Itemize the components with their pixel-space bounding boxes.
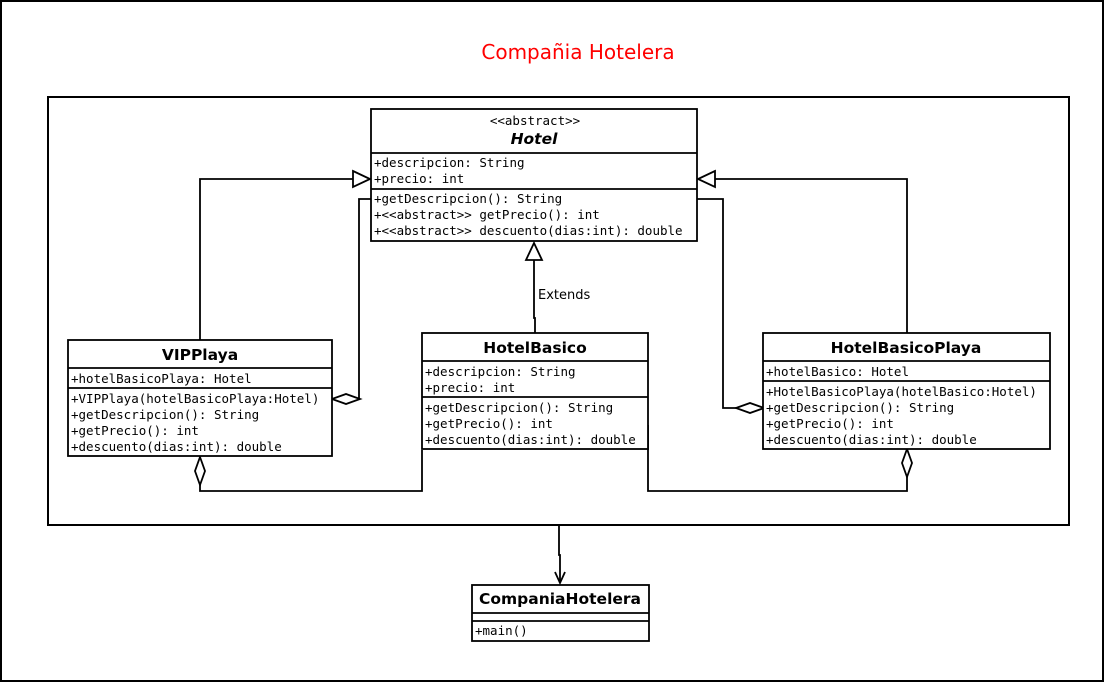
vipplaya-extends-line bbox=[199, 178, 353, 340]
hotel-attribute: +descripcion: String bbox=[374, 155, 525, 170]
class-companiahotelera[interactable]: CompaniaHotelera +main() bbox=[471, 584, 650, 642]
hotelbasicoplaya-method: +getPrecio(): int bbox=[766, 416, 894, 431]
hotelbasicoplaya-extends-line bbox=[715, 178, 908, 333]
hotel-method: +<<abstract>> getPrecio(): int bbox=[374, 207, 600, 222]
vipplaya-method: +getPrecio(): int bbox=[71, 423, 199, 438]
vipplaya-aggregation-diamond bbox=[329, 393, 363, 405]
hotel-stereotype: <<abstract>> bbox=[490, 113, 580, 128]
companiahotelera-dependency-line bbox=[558, 525, 561, 583]
companiahotelera-method: +main() bbox=[475, 623, 528, 638]
hotelbasicoplaya-method: +HotelBasicoPlaya(hotelBasico:Hotel) bbox=[766, 384, 1037, 399]
hotelbasico-hotelbasicoplaya-aggregation-line bbox=[647, 425, 908, 492]
vipplaya-method: +VIPPlaya(hotelBasicoPlaya:Hotel) bbox=[71, 391, 319, 406]
hotel-method: +getDescripcion(): String bbox=[374, 191, 562, 206]
companiahotelera-class-name: CompaniaHotelera bbox=[479, 590, 641, 608]
companiahotelera-dependency-arrowhead bbox=[554, 571, 566, 586]
hotelbasicoplaya-class-name: HotelBasicoPlaya bbox=[831, 339, 982, 357]
hotelbasico-extends-line bbox=[533, 260, 536, 333]
hotelbasico-extends-arrowhead bbox=[524, 240, 544, 261]
hotelbasico-vipplaya-aggregation-line bbox=[199, 450, 423, 492]
vipplaya-attribute: +hotelBasicoPlaya: Hotel bbox=[71, 371, 252, 386]
hotelbasico-attribute: +precio: int bbox=[425, 380, 515, 395]
hotelbasicoplaya-extends-arrowhead bbox=[695, 169, 716, 189]
class-hotelbasico[interactable]: HotelBasico +descripcion: String +precio… bbox=[421, 332, 649, 450]
hotelbasico-class-name: HotelBasico bbox=[483, 339, 587, 357]
hotelbasico-method: +descuento(dias:int): double bbox=[425, 432, 636, 447]
hotelbasico-attribute: +descripcion: String bbox=[425, 364, 576, 379]
extends-label: Extends bbox=[538, 288, 590, 303]
vipplaya-class-name: VIPPlaya bbox=[162, 346, 238, 364]
hotelbasico-method: +getDescripcion(): String bbox=[425, 400, 613, 415]
vipplaya-method: +descuento(dias:int): double bbox=[71, 439, 282, 454]
hotel-attribute: +precio: int bbox=[374, 171, 464, 186]
hotelbasicoplaya-method: +getDescripcion(): String bbox=[766, 400, 954, 415]
class-hotelbasicoplaya[interactable]: HotelBasicoPlaya +hotelBasico: Hotel +Ho… bbox=[762, 332, 1051, 450]
hotelbasico-hotelbasicoplaya-aggregation-diamond bbox=[901, 446, 913, 480]
hotel-method: +<<abstract>> descuento(dias:int): doubl… bbox=[374, 223, 683, 238]
diagram-title: Compañia Hotelera bbox=[481, 40, 674, 64]
vipplaya-extends-arrowhead bbox=[352, 169, 373, 189]
hotel-class-name: Hotel bbox=[511, 130, 559, 148]
hotelbasicoplaya-attribute: +hotelBasico: Hotel bbox=[766, 364, 909, 379]
hotelbasicoplaya-aggregation-line bbox=[697, 198, 736, 409]
class-vipplaya[interactable]: VIPPlaya +hotelBasicoPlaya: Hotel +VIPPl… bbox=[67, 339, 333, 457]
hotelbasicoplaya-method: +descuento(dias:int): double bbox=[766, 432, 977, 447]
hotelbasico-vipplaya-aggregation-diamond bbox=[194, 454, 206, 488]
hotelbasico-method: +getPrecio(): int bbox=[425, 416, 553, 431]
class-hotel[interactable]: <<abstract>> Hotel +descripcion: String … bbox=[370, 108, 698, 242]
vipplaya-method: +getDescripcion(): String bbox=[71, 407, 259, 422]
